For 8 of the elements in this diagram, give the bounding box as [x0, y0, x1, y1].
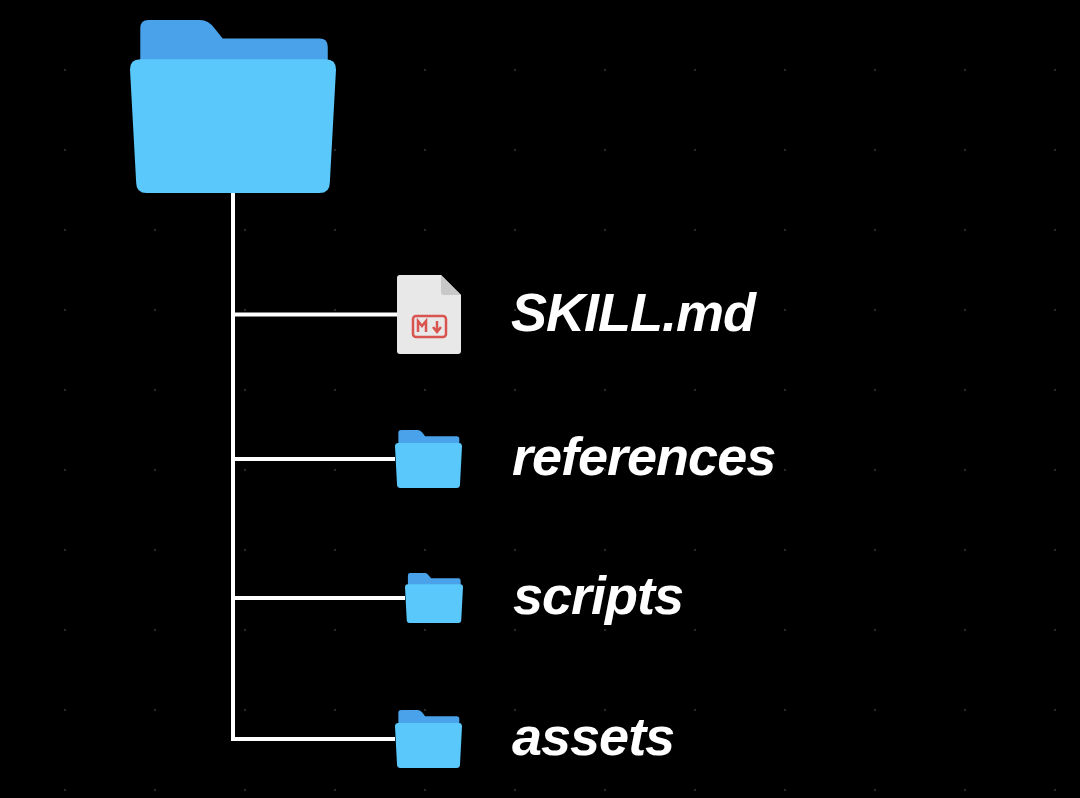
folder-icon — [395, 710, 462, 768]
folder-icon — [395, 430, 462, 488]
file-name-label: assets — [512, 709, 675, 763]
file-name-label: references — [512, 429, 776, 483]
folder-icon — [130, 20, 336, 193]
file-name-label: SKILL.md — [511, 284, 755, 339]
folder-icon — [405, 573, 463, 623]
markdown-file-icon — [397, 275, 461, 354]
